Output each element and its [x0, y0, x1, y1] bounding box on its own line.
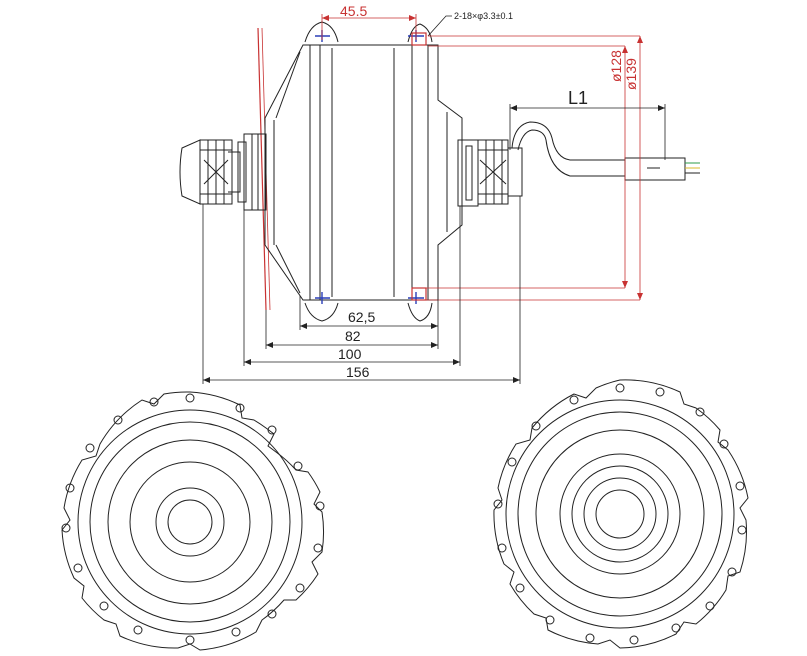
- right-spoke-holes: [493, 383, 747, 645]
- shell-width-label: 62,5: [348, 309, 375, 325]
- right-axle-nut: [477, 139, 523, 205]
- left-front-view: [61, 391, 324, 651]
- dimension-arrows: [203, 105, 665, 383]
- flange-dia-inner-label: ø128: [608, 50, 624, 82]
- spoke-hole-markers: [315, 30, 424, 304]
- right-front-view: [493, 379, 749, 649]
- disc-rotor: [257, 27, 267, 311]
- spoke-hole-top: [411, 32, 427, 46]
- stator-width-label: 82: [345, 328, 361, 344]
- dropout-width-label: 100: [338, 346, 362, 362]
- cable-length-label: L1: [568, 88, 588, 108]
- dimension-lines: [202, 14, 666, 384]
- left-spoke-holes: [61, 393, 325, 645]
- left-flange-outline: [61, 391, 324, 651]
- spoke-hole-bottom: [411, 287, 427, 301]
- right-flange-outline: [493, 379, 749, 649]
- flange-dia-outer-label: ø139: [623, 58, 639, 90]
- hub-shell: [264, 44, 463, 301]
- cable-connector: [624, 157, 686, 181]
- spoke-spacing-label: 45.5: [340, 3, 367, 19]
- axle-length-label: 156: [346, 364, 370, 380]
- spoke-hole-note: 2-18×φ3.3±0.1: [454, 11, 513, 21]
- left-axle-nut: [179, 139, 241, 205]
- motor-cable: [511, 121, 625, 161]
